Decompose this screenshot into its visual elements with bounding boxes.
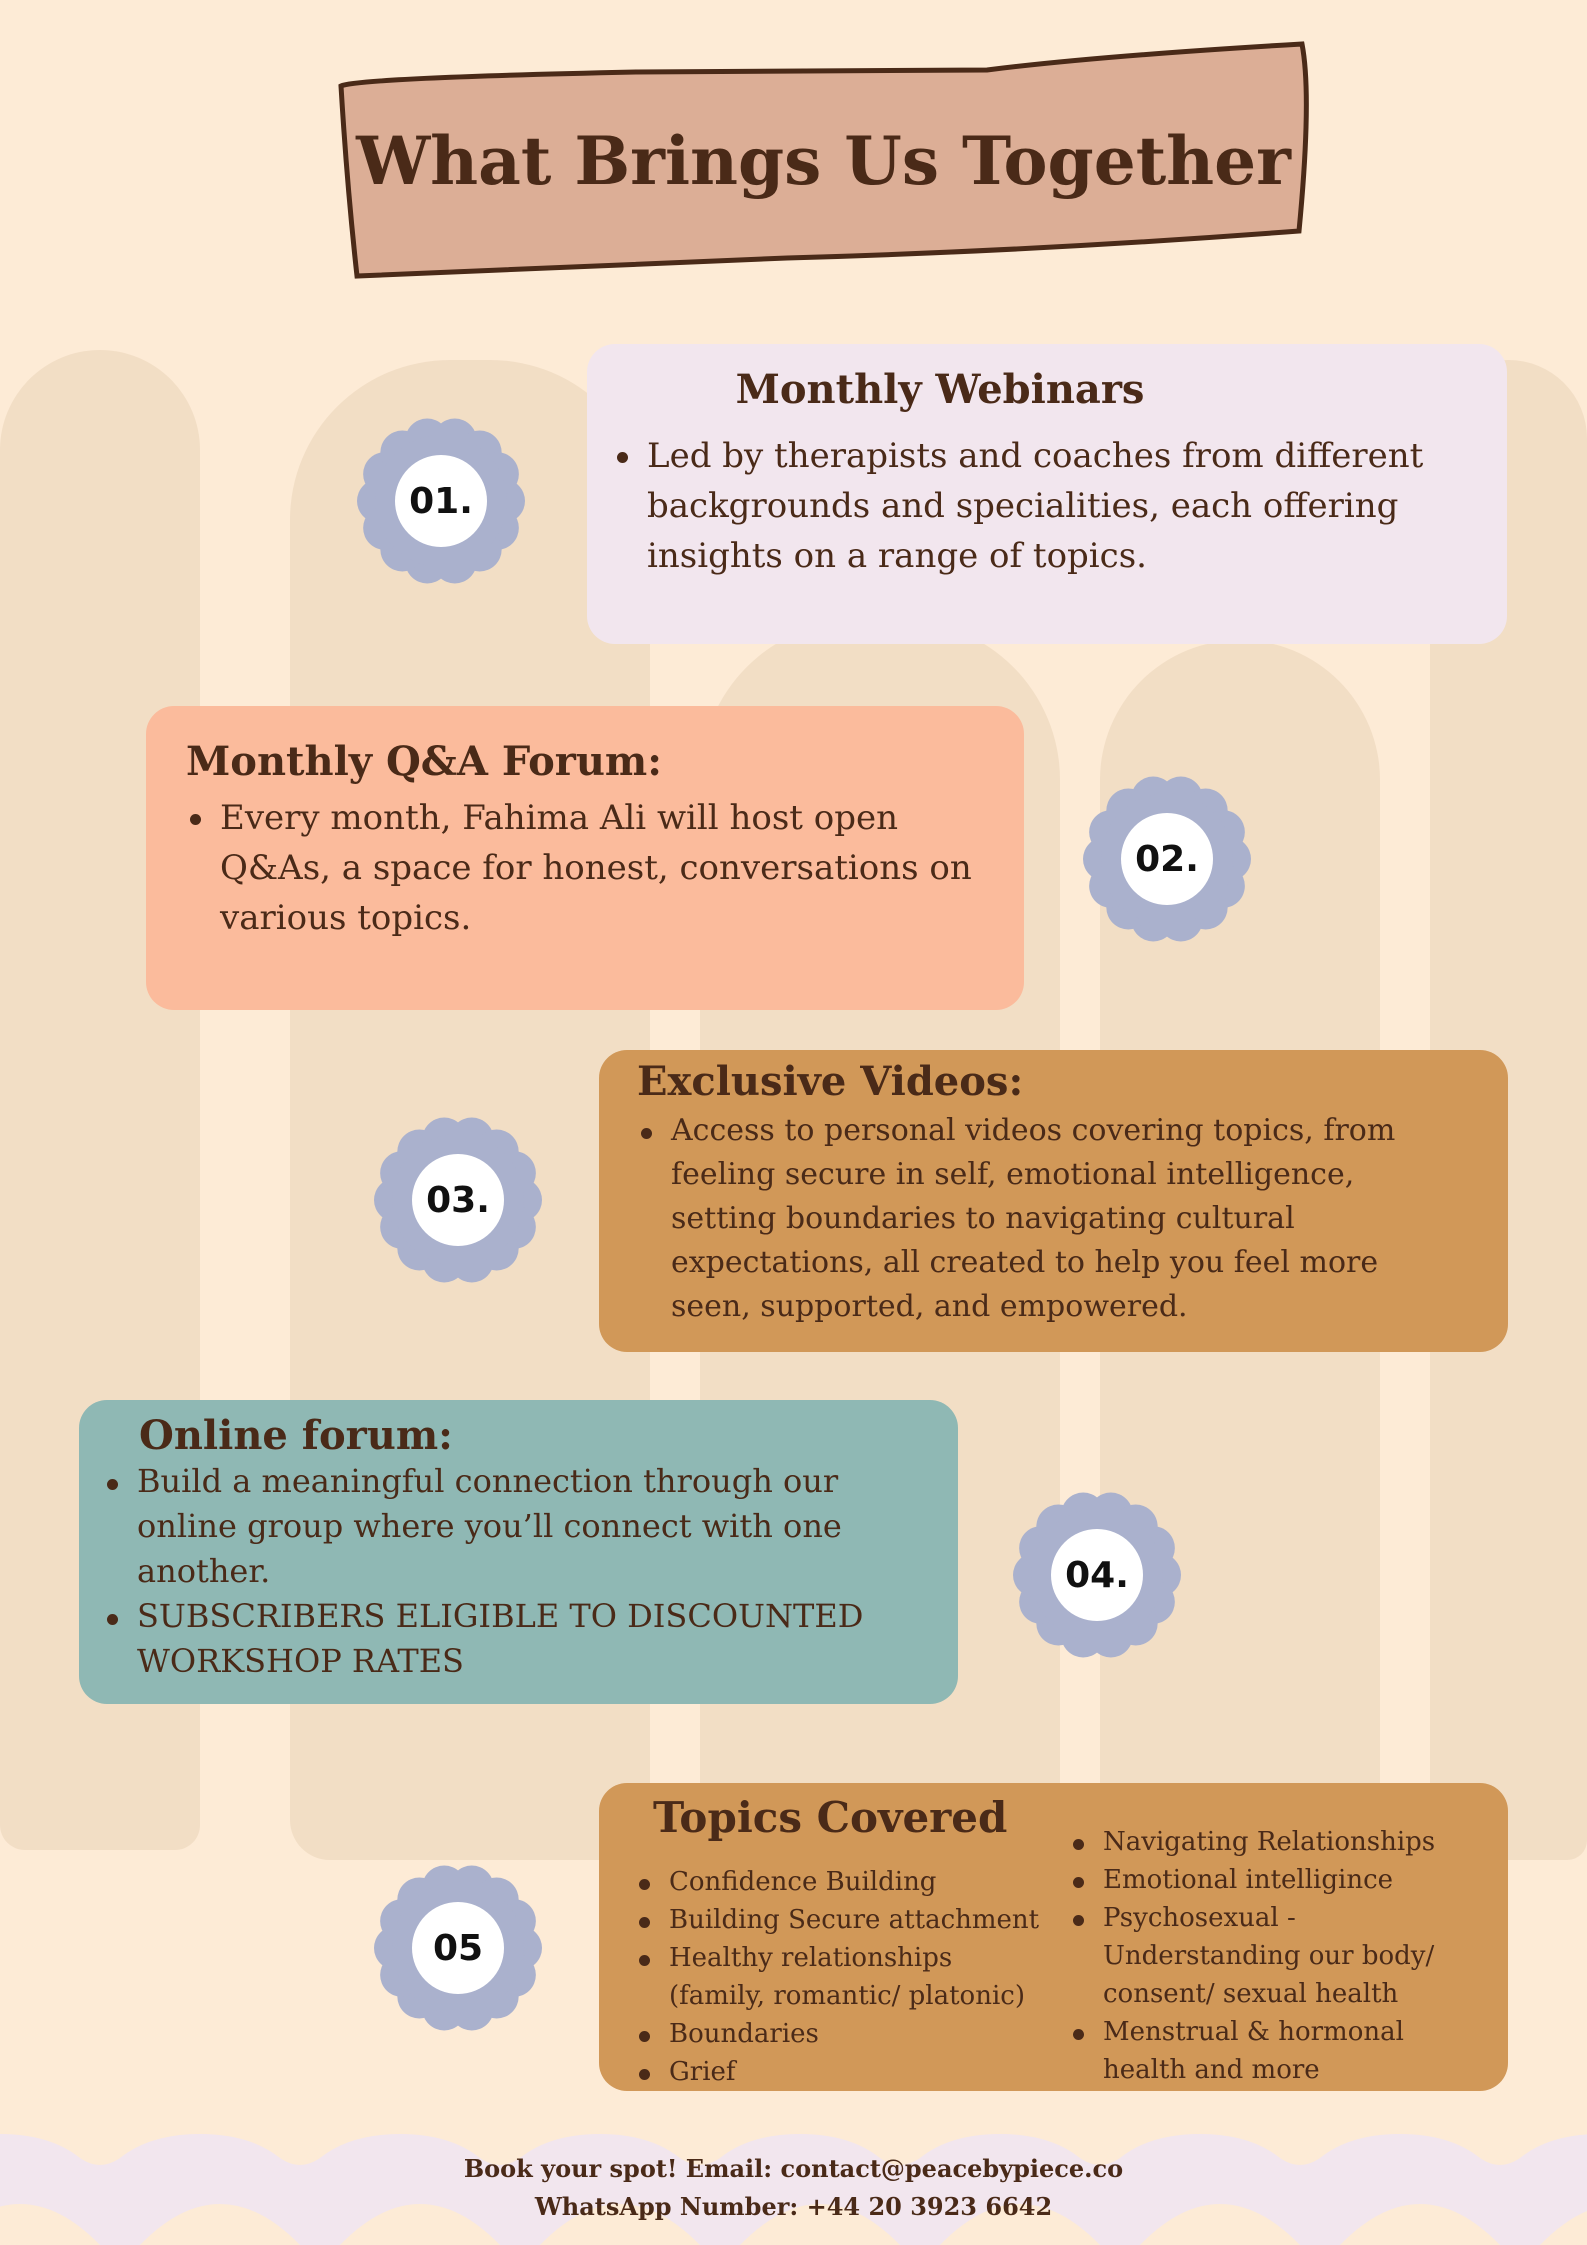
badge-number: 05: [432, 1927, 484, 1969]
flower-icon: [1083, 776, 1251, 942]
card-heading: Topics Covered: [653, 1793, 1008, 1842]
card-bullet: Access to personal videos covering topic…: [637, 1109, 1428, 1329]
number-badge-02: 02.: [1082, 774, 1252, 944]
flower-icon: [374, 1865, 542, 2031]
topic-item: Navigating Relationships: [1069, 1823, 1469, 1861]
topic-item: Boundaries: [635, 2015, 1045, 2053]
card-heading: Monthly Q&A Forum:: [186, 738, 663, 785]
contact-info: Book your spot! Email: contact@peacebypi…: [0, 2150, 1587, 2226]
footer-band: [0, 2134, 1587, 2245]
card-monthly-webinars: Monthly Webinars Led by therapists and c…: [587, 344, 1507, 644]
number-badge-01: 01.: [356, 416, 526, 586]
card-bullet: Every month, Fahima Ali will host open Q…: [186, 793, 984, 943]
card-online-forum: Online forum: Build a meaningful connect…: [79, 1400, 958, 1704]
title-banner: What Brings Us Together: [337, 36, 1310, 286]
card-heading: Online forum:: [139, 1412, 453, 1459]
card-bullet: SUBSCRIBERS ELIGIBLE TO DISCOUNTED WORKS…: [103, 1594, 918, 1684]
number-badge-05: 05: [373, 1863, 543, 2033]
contact-email-line: Book your spot! Email: contact@peacebypi…: [463, 2154, 1124, 2183]
card-exclusive-videos: Exclusive Videos: Access to personal vid…: [599, 1050, 1508, 1352]
topic-item: Confidence Building: [635, 1863, 1045, 1901]
wave-decoration: [0, 2134, 1587, 2245]
flower-icon: [1013, 1492, 1181, 1658]
topic-item: Menstrual & hormonal health and more: [1069, 2013, 1469, 2089]
badge-number: 02.: [1135, 838, 1199, 880]
card-bullet: Led by therapists and coaches from diffe…: [613, 431, 1467, 581]
topic-item: Grief: [635, 2053, 1045, 2091]
banner-shape: [338, 41, 1309, 279]
card-qa-forum: Monthly Q&A Forum: Every month, Fahima A…: [146, 706, 1024, 1010]
card-topics-covered: Topics Covered Confidence Building Build…: [599, 1783, 1508, 2091]
flower-icon: [374, 1117, 542, 1283]
number-badge-03: 03.: [373, 1115, 543, 1285]
page-title: What Brings Us Together: [356, 122, 1291, 200]
card-heading: Monthly Webinars: [735, 366, 1145, 413]
contact-whatsapp-line: WhatsApp Number: +44 20 3923 6642: [534, 2192, 1053, 2221]
topic-item: Psychosexual - Understanding our body/ c…: [1069, 1899, 1469, 2013]
badge-number: 01.: [409, 480, 473, 522]
flower-icon: [357, 418, 525, 584]
badge-number: 04.: [1065, 1554, 1129, 1596]
topic-item: Healthy relationships (family, romantic/…: [635, 1939, 1045, 2015]
badge-number: 03.: [426, 1179, 490, 1221]
topic-item: Emotional intelligince: [1069, 1861, 1469, 1899]
topic-item: Building Secure attachment: [635, 1901, 1045, 1939]
number-badge-04: 04.: [1012, 1490, 1182, 1660]
card-heading: Exclusive Videos:: [637, 1058, 1024, 1105]
card-bullet: Build a meaningful connection through ou…: [103, 1459, 918, 1594]
